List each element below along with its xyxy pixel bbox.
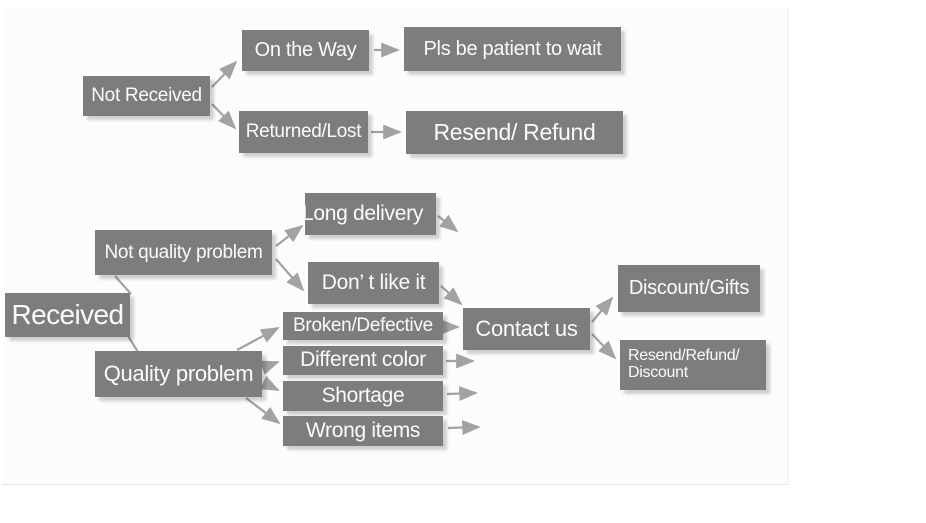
node-label: Not Received bbox=[91, 85, 202, 107]
node-resend-refund: Resend/ Refund bbox=[406, 111, 623, 154]
node-label: Quality problem bbox=[103, 361, 254, 387]
node-broken-defective: Broken/Defective bbox=[283, 312, 443, 340]
node-label: Shortage bbox=[321, 383, 405, 407]
node-not-received: Not Received bbox=[83, 76, 210, 116]
node-label: Discount/Gifts bbox=[628, 277, 750, 299]
node-label: Received bbox=[11, 299, 125, 331]
node-different-color: Different color bbox=[283, 346, 443, 375]
node-label-line2: Discount bbox=[628, 364, 688, 381]
node-label: Different color bbox=[300, 348, 426, 372]
node-not-quality-problem: Not quality problem bbox=[95, 230, 272, 275]
node-label: Wrong items bbox=[305, 418, 421, 442]
node-shortage: Shortage bbox=[283, 381, 443, 411]
node-contact-us: Contact us bbox=[463, 308, 590, 350]
node-dont-like-it: Don’ t like it bbox=[308, 262, 439, 304]
node-on-the-way: On the Way bbox=[242, 30, 369, 71]
node-label-line1: Resend/Refund/ bbox=[628, 347, 740, 365]
node-label: Long delivery bbox=[305, 201, 424, 225]
node-label: Broken/Defective bbox=[293, 315, 433, 337]
node-label: Contact us bbox=[475, 316, 578, 342]
node-label: Resend/ Refund bbox=[433, 119, 596, 146]
node-quality-problem: Quality problem bbox=[95, 351, 262, 397]
node-label: Returned/Lost bbox=[245, 121, 362, 143]
node-label: Don’ t like it bbox=[321, 270, 426, 294]
node-long-delivery: Long delivery bbox=[305, 193, 436, 235]
node-discount-gifts: Discount/Gifts bbox=[618, 265, 760, 312]
node-returned-lost: Returned/Lost bbox=[239, 111, 368, 153]
node-label: Not quality problem bbox=[104, 241, 263, 263]
node-label: On the Way bbox=[254, 39, 357, 61]
node-received: Received bbox=[5, 293, 130, 337]
node-resend-refund-discount: Resend/Refund/ Discount bbox=[620, 340, 766, 390]
node-wrong-items: Wrong items bbox=[283, 416, 443, 446]
node-label: Pls be patient to wait bbox=[423, 37, 602, 60]
node-pls-be-patient: Pls be patient to wait bbox=[404, 27, 621, 71]
